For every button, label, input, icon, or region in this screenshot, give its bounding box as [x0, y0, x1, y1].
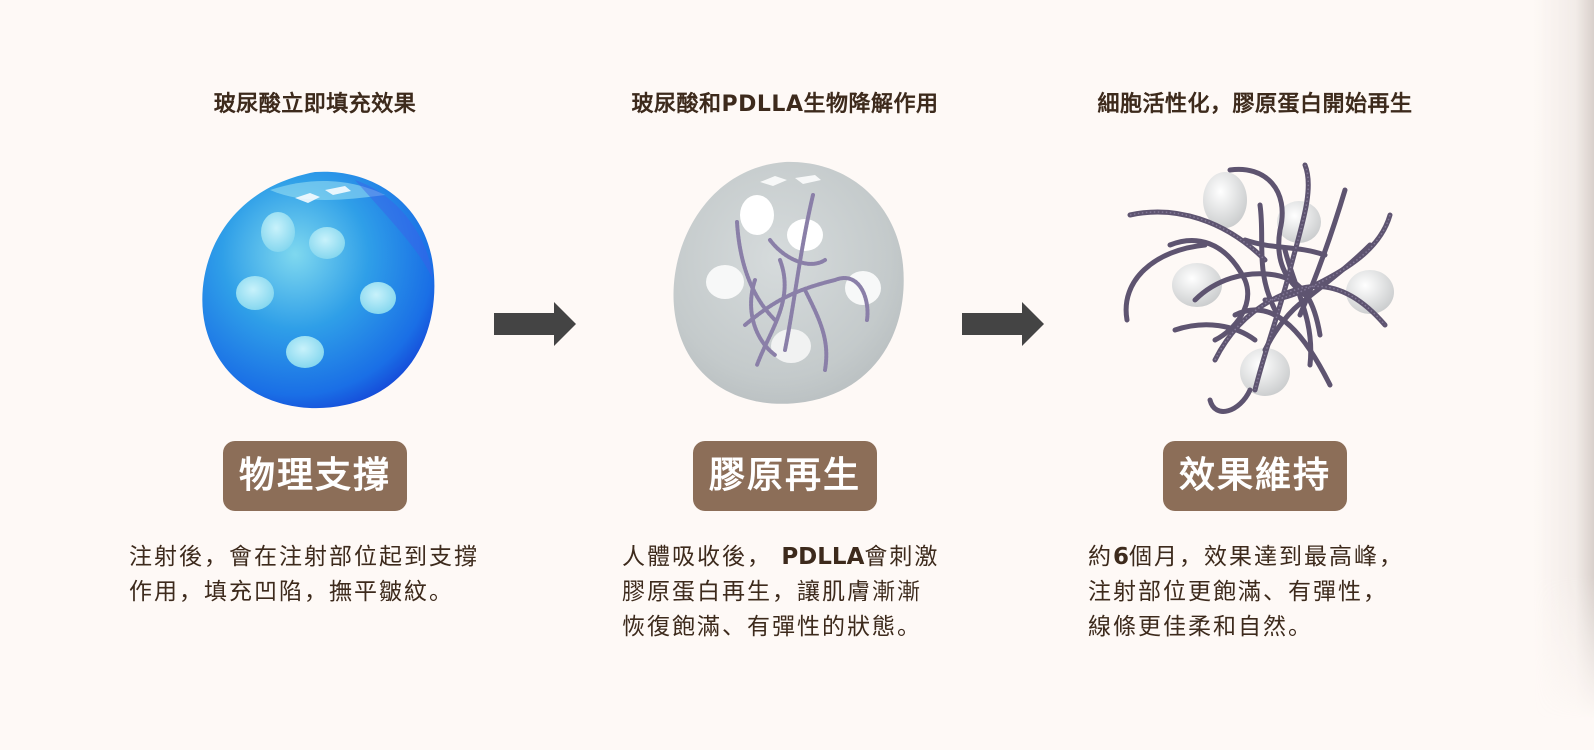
- stage-description: 約6個月，效果達到最高峰， 注射部位更飽滿、有彈性， 線條更佳柔和自然。: [1088, 540, 1404, 645]
- gray-sphere-collagen-illustration: [645, 150, 925, 420]
- stage-effect-maintenance: 細胞活性化，膠原蛋白開始再生: [1045, 0, 1465, 750]
- stage-title: 玻尿酸立即填充效果: [213, 92, 417, 117]
- stage-description: 注射後，會在注射部位起到支撐 作用，填充凹陷，撫平皺紋。: [129, 540, 479, 610]
- description-line: 恢復飽滿、有彈性的狀態。: [622, 614, 922, 640]
- description-line: 約6個月，效果達到最高峰，: [1088, 544, 1405, 570]
- page-edge-shadow: [1534, 0, 1594, 720]
- description-line: 作用，填充凹陷，撫平皺紋。: [129, 579, 454, 605]
- badge-effect-maintenance: 效果維持: [1162, 441, 1348, 511]
- collagen-fiber-network-illustration: [1115, 150, 1395, 420]
- badge-physical-support: 物理支撐: [222, 441, 408, 511]
- arrow-right-icon: [494, 302, 578, 346]
- badge-collagen-regeneration: 膠原再生: [692, 441, 878, 511]
- hyaluronic-gel-sphere-illustration: [175, 150, 455, 420]
- description-line: 線條更佳柔和自然。: [1088, 614, 1313, 640]
- arrow-right-icon: [962, 302, 1046, 346]
- description-line: 注射部位更飽滿、有彈性，: [1088, 579, 1388, 605]
- description-line: 注射後，會在注射部位起到支撐: [129, 544, 479, 570]
- stage-title: 玻尿酸和PDLLA生物降解作用: [631, 92, 939, 117]
- stage-physical-support: 玻尿酸立即填充效果: [105, 0, 525, 750]
- stage-description: 人體吸收後， PDLLA會刺激 膠原蛋白再生，讓肌膚漸漸 恢復飽滿、有彈性的狀態…: [622, 540, 939, 645]
- stage-title: 細胞活性化，膠原蛋白開始再生: [1097, 92, 1413, 117]
- stage-collagen-regeneration: 玻尿酸和PDLLA生物降解作用: [575, 0, 995, 750]
- description-line: 膠原蛋白再生，讓肌膚漸漸: [622, 579, 922, 605]
- description-line: 人體吸收後， PDLLA會刺激: [622, 544, 940, 570]
